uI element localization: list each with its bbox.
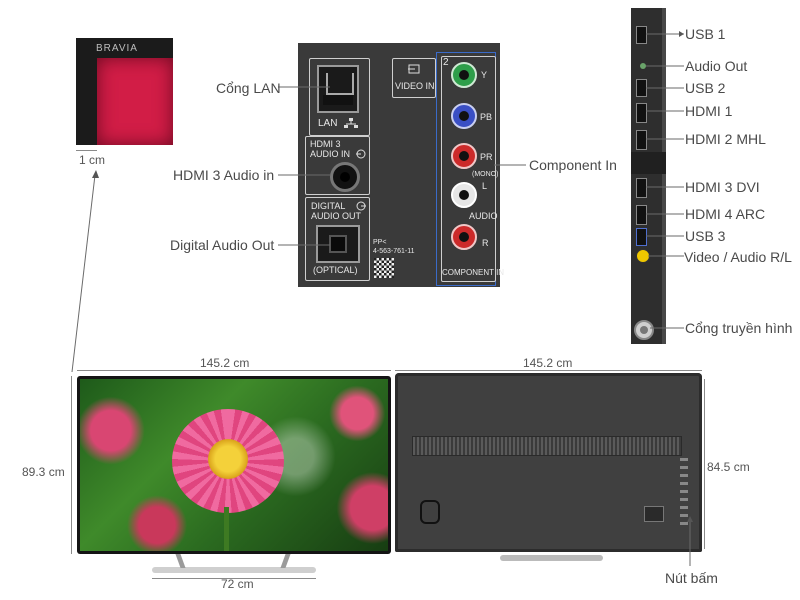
callout-usb2: USB 2 <box>685 80 726 96</box>
digital-audio-label: DIGITAL AUDIO OUT <box>311 201 362 221</box>
bezel-dimension: 1 cm <box>79 153 106 167</box>
qr-code <box>374 258 394 278</box>
callout-video-audio: Video / Audio R/L <box>684 249 792 265</box>
video-in-label: VIDEO IN <box>395 81 435 91</box>
hdmi3-audio-label: HDMI 3 AUDIO IN <box>310 139 351 159</box>
mono-label: (MONO) <box>472 171 499 178</box>
callout-hdmi1: HDMI 1 <box>685 103 733 119</box>
video-in-arrow-icon <box>408 64 420 74</box>
callout-hdmi4: HDMI 4 ARC <box>685 206 766 222</box>
corner-closeup: BRAVIA <box>76 38 173 145</box>
back-tv-power-cable <box>420 500 440 524</box>
pb-label: PB <box>480 112 493 122</box>
output-arrow-icon <box>356 201 366 211</box>
digital-audio-section <box>305 197 370 281</box>
side-panel-edge <box>662 8 666 344</box>
front-width-line <box>77 370 391 371</box>
hdmi3-port <box>636 178 647 198</box>
callout-hdmi2: HDMI 2 MHL <box>685 131 766 147</box>
flower-center <box>208 439 248 479</box>
front-width-dimension: 145.2 cm <box>200 356 250 370</box>
side-strip-separator <box>631 152 666 174</box>
hdmi4-port <box>636 205 647 225</box>
back-tv-body <box>395 373 702 552</box>
back-width-dimension: 145.2 cm <box>523 356 573 370</box>
front-tv-stand-base <box>152 567 316 573</box>
callout-antenna: Cổng truyền hình <box>685 320 793 336</box>
callout-hdmi3: HDMI 3 DVI <box>685 179 760 195</box>
component-inner-frame <box>441 56 496 282</box>
component-in-label: COMPONENT IN <box>442 268 505 277</box>
network-icon <box>344 118 358 128</box>
callout-digital-audio-out: Digital Audio Out <box>170 237 275 253</box>
antenna-port <box>634 320 654 340</box>
l-label: L <box>482 181 488 191</box>
back-height-dimension: 84.5 cm <box>707 460 750 474</box>
hdmi2-port <box>636 130 647 150</box>
side-panel-strip <box>631 8 666 344</box>
lan-port-label: LAN <box>318 118 338 129</box>
usb3-port <box>636 228 647 246</box>
r-label: R <box>482 238 489 248</box>
lan-section <box>309 58 370 136</box>
bezel-dim-line <box>76 150 97 151</box>
model-code: PP< 4-563-761-11 <box>373 239 415 255</box>
back-height-line <box>704 379 705 549</box>
audio-l-white-jack <box>451 182 477 208</box>
y-green-jack <box>451 62 477 88</box>
hdmi1-port <box>636 103 647 123</box>
audio-r-red-jack <box>451 224 477 250</box>
hdmi3-audio-section <box>305 136 370 195</box>
front-tv-screen <box>80 379 388 551</box>
component-number: 2 <box>443 57 449 68</box>
stand-width-line <box>152 578 316 579</box>
back-tv-vent <box>412 436 682 456</box>
optical-label: (OPTICAL) <box>313 265 358 275</box>
optical-port <box>316 225 360 263</box>
back-tv-button-module <box>644 506 664 522</box>
back-tv-ports <box>680 458 688 526</box>
corner-screen <box>97 58 173 145</box>
callout-audio-out: Audio Out <box>685 58 748 74</box>
callout-component-in: Component In <box>529 157 617 173</box>
lan-port <box>317 65 359 113</box>
front-height-dimension: 89.3 cm <box>22 465 65 479</box>
callout-usb1: USB 1 <box>685 26 726 42</box>
pb-blue-jack <box>451 103 477 129</box>
callout-lan: Cổng LAN <box>216 80 281 96</box>
video-in-section <box>392 58 436 98</box>
audio-out-port <box>640 63 646 69</box>
front-height-line <box>71 376 72 554</box>
flower-stem <box>224 507 229 551</box>
pr-red-jack <box>451 143 477 169</box>
brand-logo: BRAVIA <box>96 43 138 54</box>
stand-width-dimension: 72 cm <box>221 577 254 591</box>
back-tv-stand <box>500 555 603 561</box>
callout-buttons: Nút bấm <box>665 570 718 586</box>
y-label: Y <box>481 70 488 80</box>
pr-label: PR <box>480 152 493 162</box>
back-width-line <box>395 370 702 371</box>
audio-label: AUDIO <box>469 211 498 221</box>
callout-hdmi3-audio-in: HDMI 3 Audio in <box>173 167 275 183</box>
callout-usb3: USB 3 <box>685 228 726 244</box>
input-arrow-icon <box>356 149 366 159</box>
usb1-port <box>636 26 647 44</box>
hdmi3-audio-jack <box>330 162 360 192</box>
